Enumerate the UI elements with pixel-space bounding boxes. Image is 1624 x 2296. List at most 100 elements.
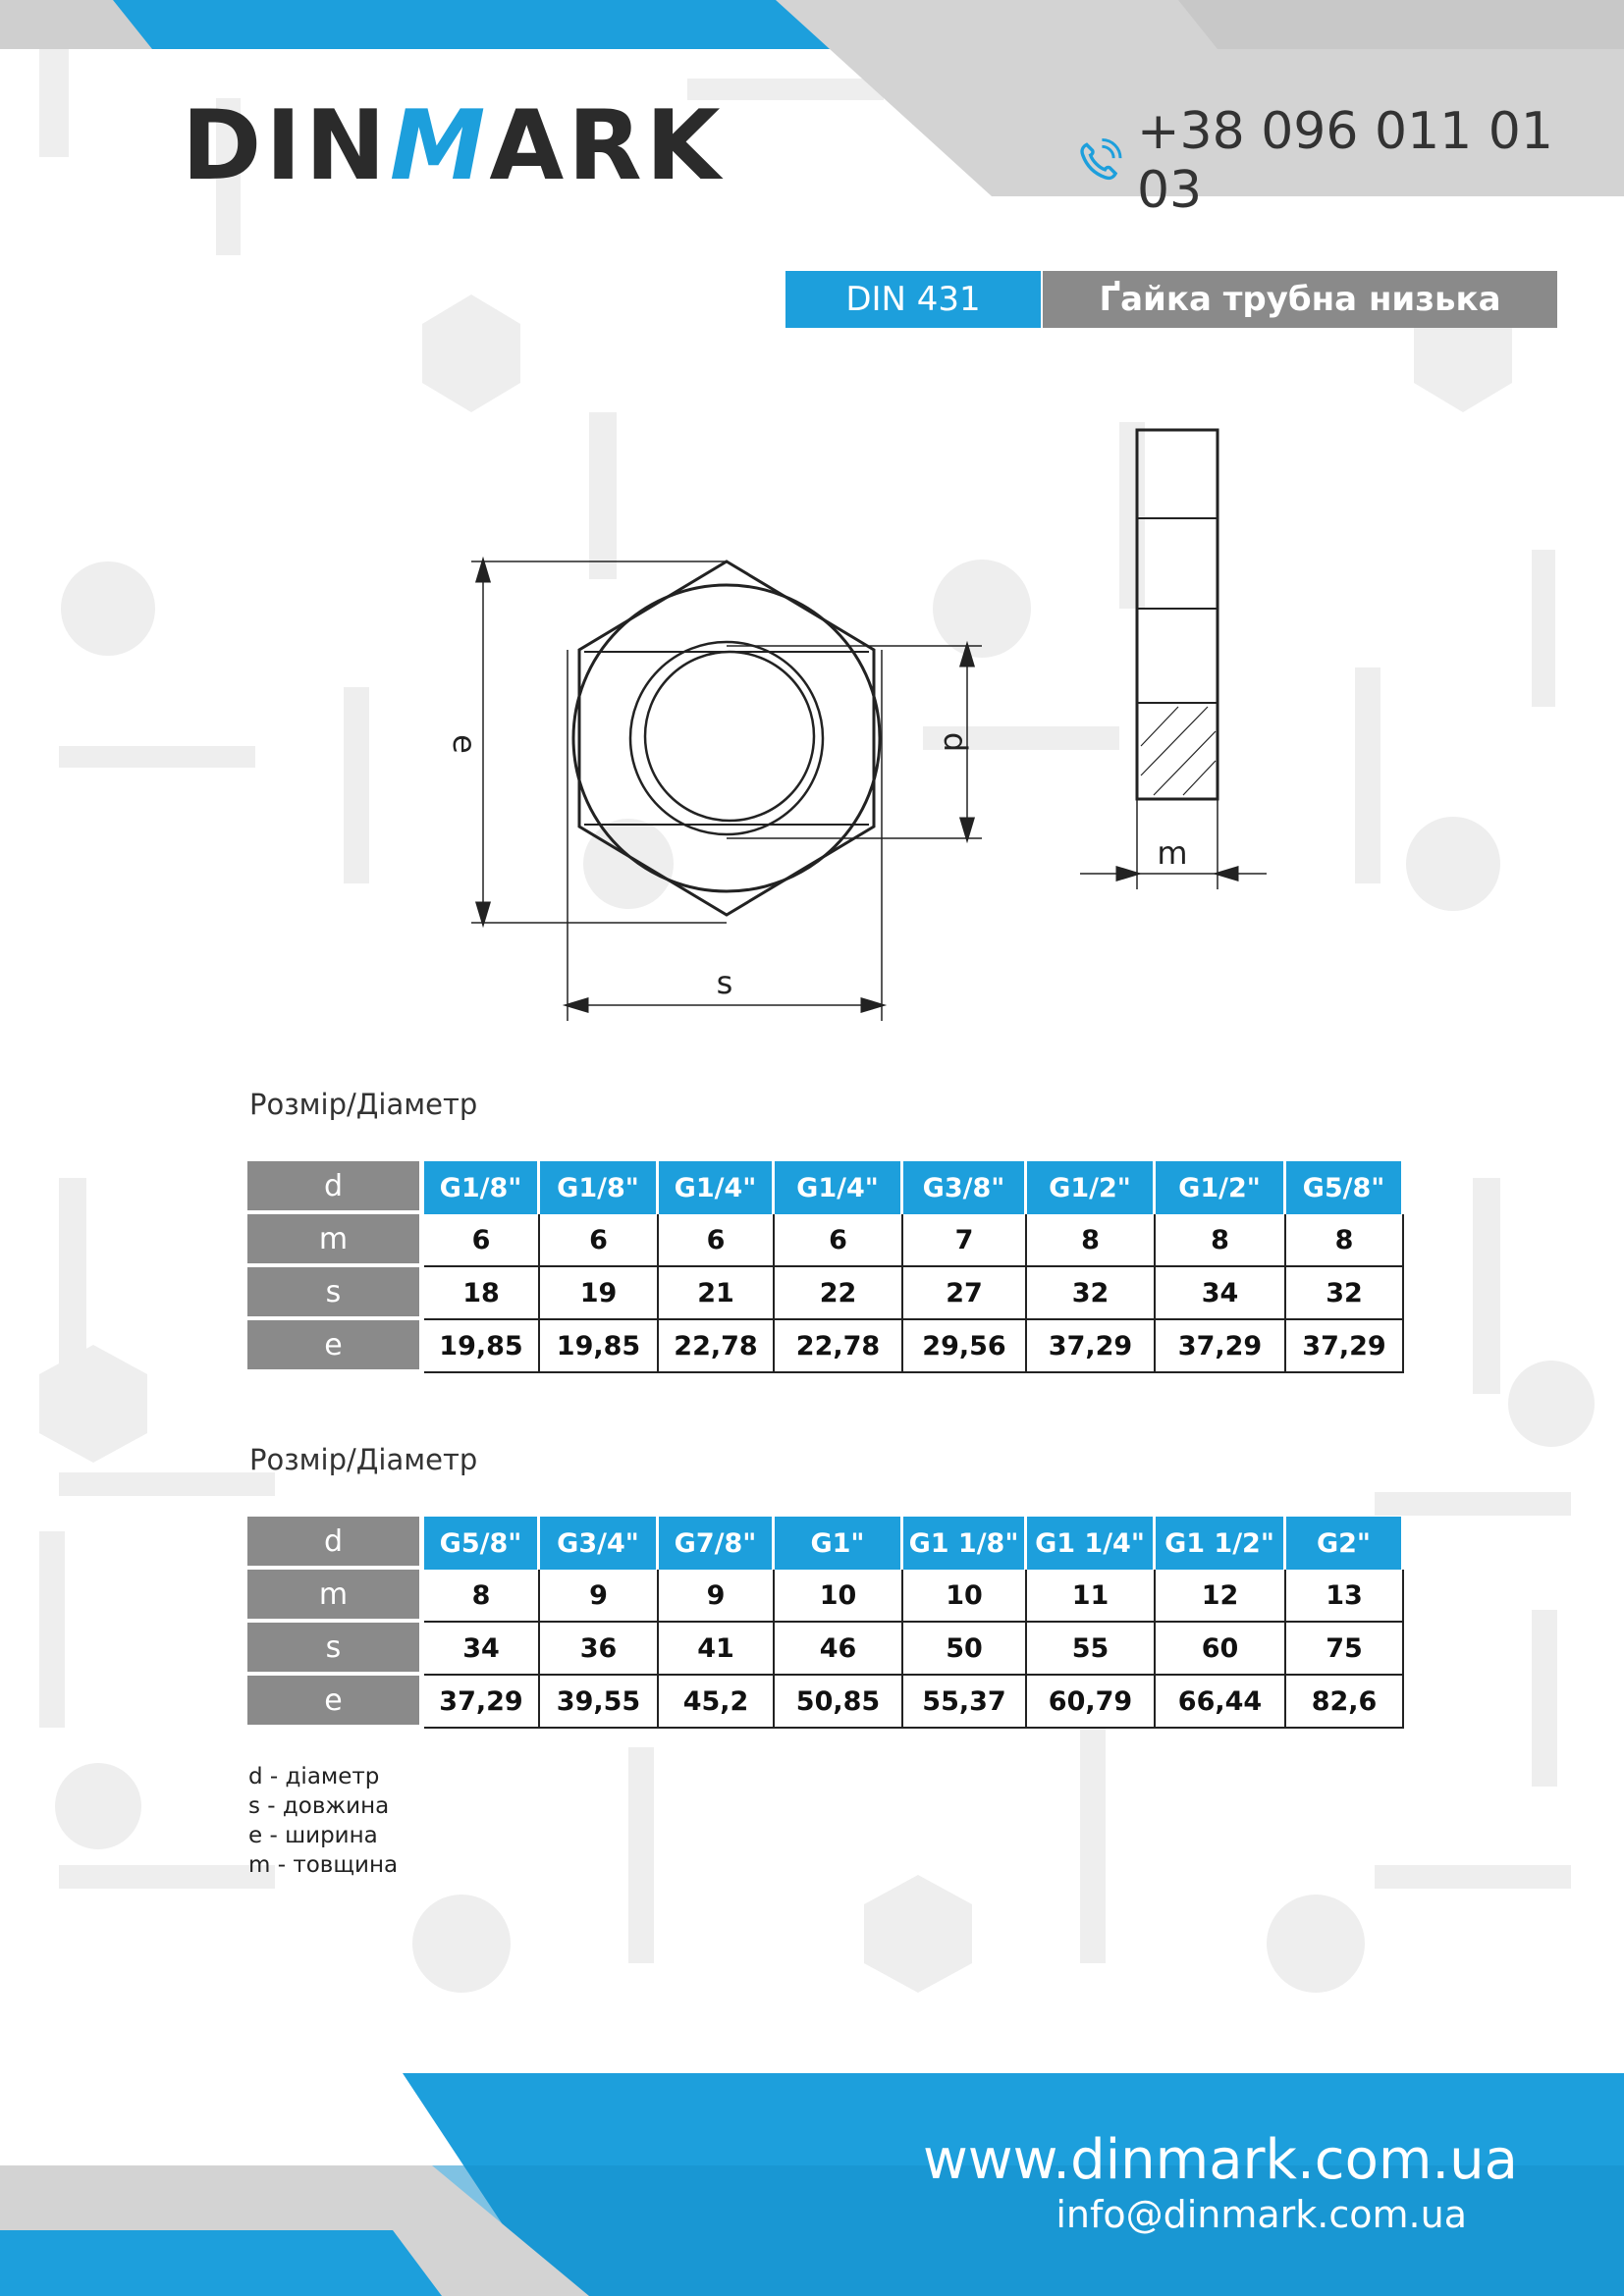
size-cell: G1/8": [424, 1161, 540, 1214]
logo-text-2: ARK: [489, 90, 725, 202]
value-cell: 12: [1156, 1570, 1286, 1623]
value-cell: 45,2: [659, 1676, 775, 1729]
value-cell: 11: [1027, 1570, 1156, 1623]
row-head: d: [247, 1517, 419, 1570]
footer-decoration: [0, 2073, 1624, 2296]
value-cell: 55,37: [903, 1676, 1027, 1729]
value-cell: 36: [540, 1623, 659, 1676]
header-decoration: [0, 0, 1624, 196]
value-cell: 10: [903, 1570, 1027, 1623]
thread-inner: [643, 650, 816, 823]
value-cell: 18: [424, 1267, 540, 1320]
value-cell: 6: [659, 1214, 775, 1267]
row-head: e: [247, 1676, 419, 1729]
table-row: s 18 19 21 22 27 32 34 32: [247, 1267, 1404, 1320]
value-cell: 13: [1286, 1570, 1404, 1623]
table-row: s 34 36 41 46 50 55 60 75: [247, 1623, 1404, 1676]
value-cell: 7: [903, 1214, 1027, 1267]
size-cell: G1/8": [540, 1161, 659, 1214]
size-cell: G1/4": [659, 1161, 775, 1214]
website-link[interactable]: www.dinmark.com.ua: [923, 2128, 1518, 2192]
label-e: e: [446, 734, 483, 754]
legend-item: d - діаметр: [248, 1764, 380, 1789]
spec-table-1: d G1/8" G1/8" G1/4" G1/4" G3/8" G1/2" G1…: [247, 1161, 1404, 1373]
value-cell: 60: [1156, 1623, 1286, 1676]
value-cell: 8: [1027, 1214, 1156, 1267]
size-cell: G1": [775, 1517, 903, 1570]
row-head: d: [247, 1161, 419, 1214]
outer-circle: [571, 583, 882, 893]
product-title: Ґайка трубна низька: [1043, 271, 1557, 328]
section-label-2: Розмір/Діаметр: [249, 1443, 478, 1476]
size-cell: G1 1/8": [903, 1517, 1027, 1570]
row-head: s: [247, 1623, 419, 1676]
value-cell: 19,85: [424, 1320, 540, 1373]
value-cell: 60,79: [1027, 1676, 1156, 1729]
thread-outer: [628, 640, 825, 836]
size-cell: G3/4": [540, 1517, 659, 1570]
value-cell: 39,55: [540, 1676, 659, 1729]
value-cell: 55: [1027, 1623, 1156, 1676]
value-cell: 82,6: [1286, 1676, 1404, 1729]
value-cell: 37,29: [424, 1676, 540, 1729]
phone-icon: [1080, 137, 1122, 181]
value-cell: 10: [775, 1570, 903, 1623]
value-cell: 32: [1286, 1267, 1404, 1320]
phone-contact[interactable]: +38 096 011 01 03: [1075, 102, 1624, 220]
logo-accent: M: [389, 90, 490, 202]
hex-nut-drawing: e d s m: [446, 428, 1267, 1021]
value-cell: 9: [540, 1570, 659, 1623]
size-cell: G5/8": [424, 1517, 540, 1570]
legend-item: s - довжина: [248, 1793, 390, 1819]
value-cell: 19: [540, 1267, 659, 1320]
value-cell: 27: [903, 1267, 1027, 1320]
size-cell: G1/2": [1156, 1161, 1286, 1214]
size-cell: G5/8": [1286, 1161, 1404, 1214]
phone-number: +38 096 011 01 03: [1136, 102, 1553, 220]
value-cell: 9: [659, 1570, 775, 1623]
value-cell: 8: [1156, 1214, 1286, 1267]
value-cell: 37,29: [1027, 1320, 1156, 1373]
value-cell: 19,85: [540, 1320, 659, 1373]
value-cell: 34: [424, 1623, 540, 1676]
logo-text-1: DIN: [182, 90, 390, 202]
value-cell: 41: [659, 1623, 775, 1676]
value-cell: 6: [540, 1214, 659, 1267]
table-row: d G5/8" G3/4" G7/8" G1" G1 1/8" G1 1/4" …: [247, 1517, 1404, 1570]
value-cell: 8: [424, 1570, 540, 1623]
email-link[interactable]: info@dinmark.com.ua: [1056, 2193, 1467, 2236]
value-cell: 32: [1027, 1267, 1156, 1320]
table-row: e 37,29 39,55 45,2 50,85 55,37 60,79 66,…: [247, 1676, 1404, 1729]
legend-item: e - ширина: [248, 1823, 378, 1848]
dinmark-logo: DINMARK: [182, 98, 725, 194]
row-head: e: [247, 1320, 419, 1373]
side-view: [1135, 428, 1219, 801]
size-cell: G7/8": [659, 1517, 775, 1570]
row-head: m: [247, 1214, 419, 1267]
size-cell: G2": [1286, 1517, 1404, 1570]
size-cell: G1/4": [775, 1161, 903, 1214]
table-row: d G1/8" G1/8" G1/4" G1/4" G3/8" G1/2" G1…: [247, 1161, 1404, 1214]
value-cell: 75: [1286, 1623, 1404, 1676]
legend: d - діаметр s - довжина e - ширина m - т…: [248, 1762, 398, 1880]
value-cell: 29,56: [903, 1320, 1027, 1373]
value-cell: 37,29: [1156, 1320, 1286, 1373]
size-cell: G1 1/4": [1027, 1517, 1156, 1570]
size-cell: G1 1/2": [1156, 1517, 1286, 1570]
table-row: e 19,85 19,85 22,78 22,78 29,56 37,29 37…: [247, 1320, 1404, 1373]
value-cell: 50: [903, 1623, 1027, 1676]
table-row: m 6 6 6 6 7 8 8 8: [247, 1214, 1404, 1267]
standard-badge: DIN 431: [785, 271, 1041, 328]
label-s: s: [717, 964, 733, 1001]
value-cell: 50,85: [775, 1676, 903, 1729]
row-head: m: [247, 1570, 419, 1623]
value-cell: 6: [775, 1214, 903, 1267]
size-cell: G1/2": [1027, 1161, 1156, 1214]
value-cell: 22,78: [659, 1320, 775, 1373]
label-m: m: [1157, 834, 1187, 872]
value-cell: 37,29: [1286, 1320, 1404, 1373]
legend-item: m - товщина: [248, 1852, 399, 1878]
value-cell: 46: [775, 1623, 903, 1676]
row-head: s: [247, 1267, 419, 1320]
value-cell: 34: [1156, 1267, 1286, 1320]
